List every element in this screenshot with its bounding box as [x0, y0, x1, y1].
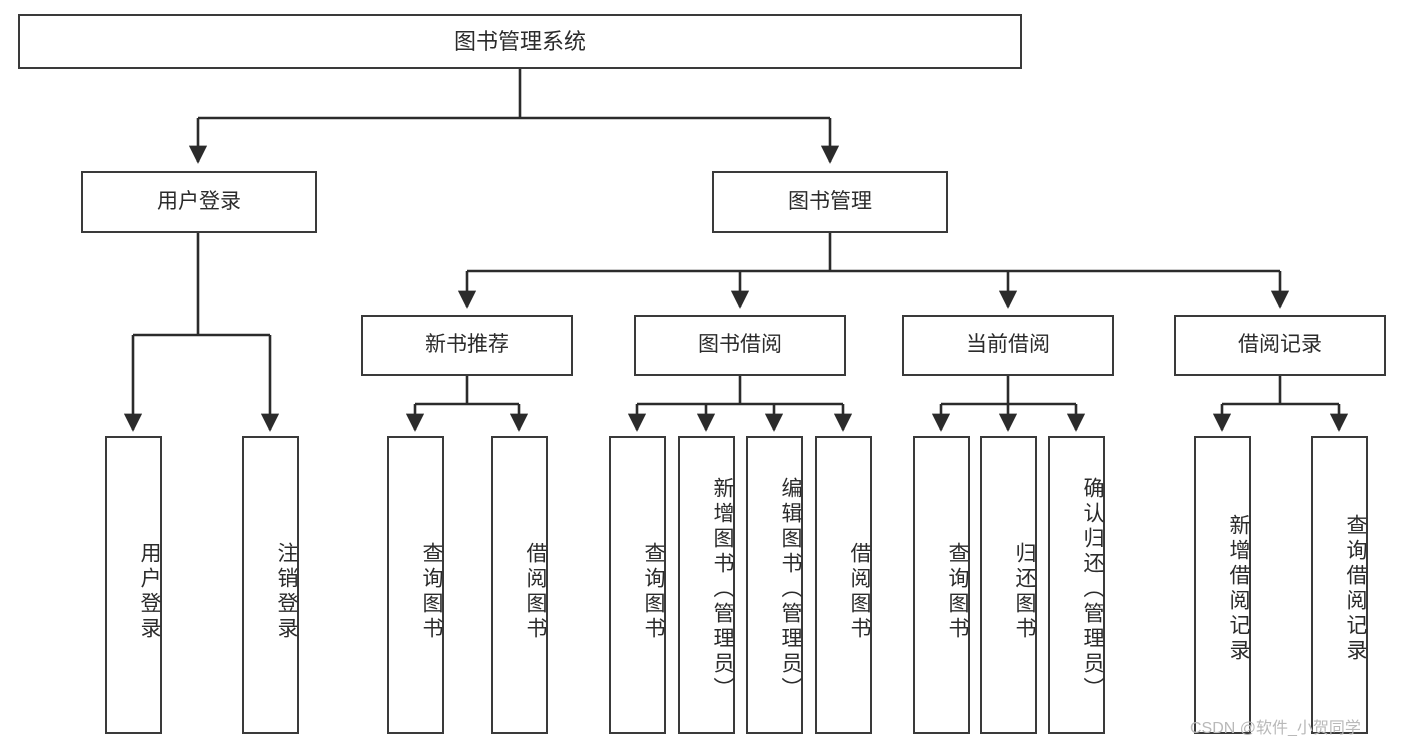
leaf-label: 查询图书	[946, 542, 969, 642]
leaf-current-query-book[interactable]: 查询图书	[913, 436, 970, 734]
node-book-management[interactable]: 图书管理	[712, 171, 948, 233]
leaf-label: 借阅图书	[524, 542, 547, 642]
leaf-label: 编辑图书（管理员）	[779, 476, 802, 702]
leaf-user-login-login[interactable]: 用户登录	[105, 436, 162, 734]
leaf-label: 查询图书	[642, 542, 665, 642]
leaf-label: 归还图书	[1013, 542, 1036, 642]
node-book-management-label: 图书管理	[788, 189, 872, 213]
leaf-borrow-add-book-admin[interactable]: 新增图书（管理员）	[678, 436, 735, 734]
node-book-borrow-label: 图书借阅	[698, 333, 782, 357]
node-borrow-record-label: 借阅记录	[1238, 333, 1322, 357]
node-book-borrow[interactable]: 图书借阅	[634, 315, 846, 376]
leaf-label: 新增图书（管理员）	[711, 476, 734, 702]
leaf-borrow-borrow-book[interactable]: 借阅图书	[815, 436, 872, 734]
node-new-book-recommend[interactable]: 新书推荐	[361, 315, 573, 376]
leaf-user-login-logout[interactable]: 注销登录	[242, 436, 299, 734]
leaf-recommend-query-book[interactable]: 查询图书	[387, 436, 444, 734]
node-user-login-label: 用户登录	[157, 189, 241, 213]
leaf-label: 借阅图书	[848, 542, 871, 642]
node-current-borrow-label: 当前借阅	[966, 333, 1050, 357]
leaf-label: 注销登录	[275, 542, 298, 642]
leaf-label: 新增借阅记录	[1227, 514, 1250, 664]
leaf-label: 确认归还（管理员）	[1081, 476, 1104, 702]
leaf-label: 查询借阅记录	[1344, 514, 1367, 664]
node-root[interactable]: 图书管理系统	[18, 14, 1022, 69]
leaf-current-return-book[interactable]: 归还图书	[980, 436, 1037, 734]
leaf-borrow-edit-book-admin[interactable]: 编辑图书（管理员）	[746, 436, 803, 734]
leaf-current-confirm-return-admin[interactable]: 确认归还（管理员）	[1048, 436, 1105, 734]
leaf-borrow-query-book[interactable]: 查询图书	[609, 436, 666, 734]
node-root-label: 图书管理系统	[453, 28, 586, 54]
leaf-record-add-record[interactable]: 新增借阅记录	[1194, 436, 1251, 734]
leaf-record-query-record[interactable]: 查询借阅记录	[1311, 436, 1368, 734]
node-new-book-recommend-label: 新书推荐	[425, 333, 509, 357]
leaf-label: 用户登录	[138, 542, 161, 642]
leaf-recommend-borrow-book[interactable]: 借阅图书	[491, 436, 548, 734]
leaf-label: 查询图书	[420, 542, 443, 642]
node-user-login[interactable]: 用户登录	[81, 171, 317, 233]
node-current-borrow[interactable]: 当前借阅	[902, 315, 1114, 376]
node-borrow-record[interactable]: 借阅记录	[1174, 315, 1386, 376]
